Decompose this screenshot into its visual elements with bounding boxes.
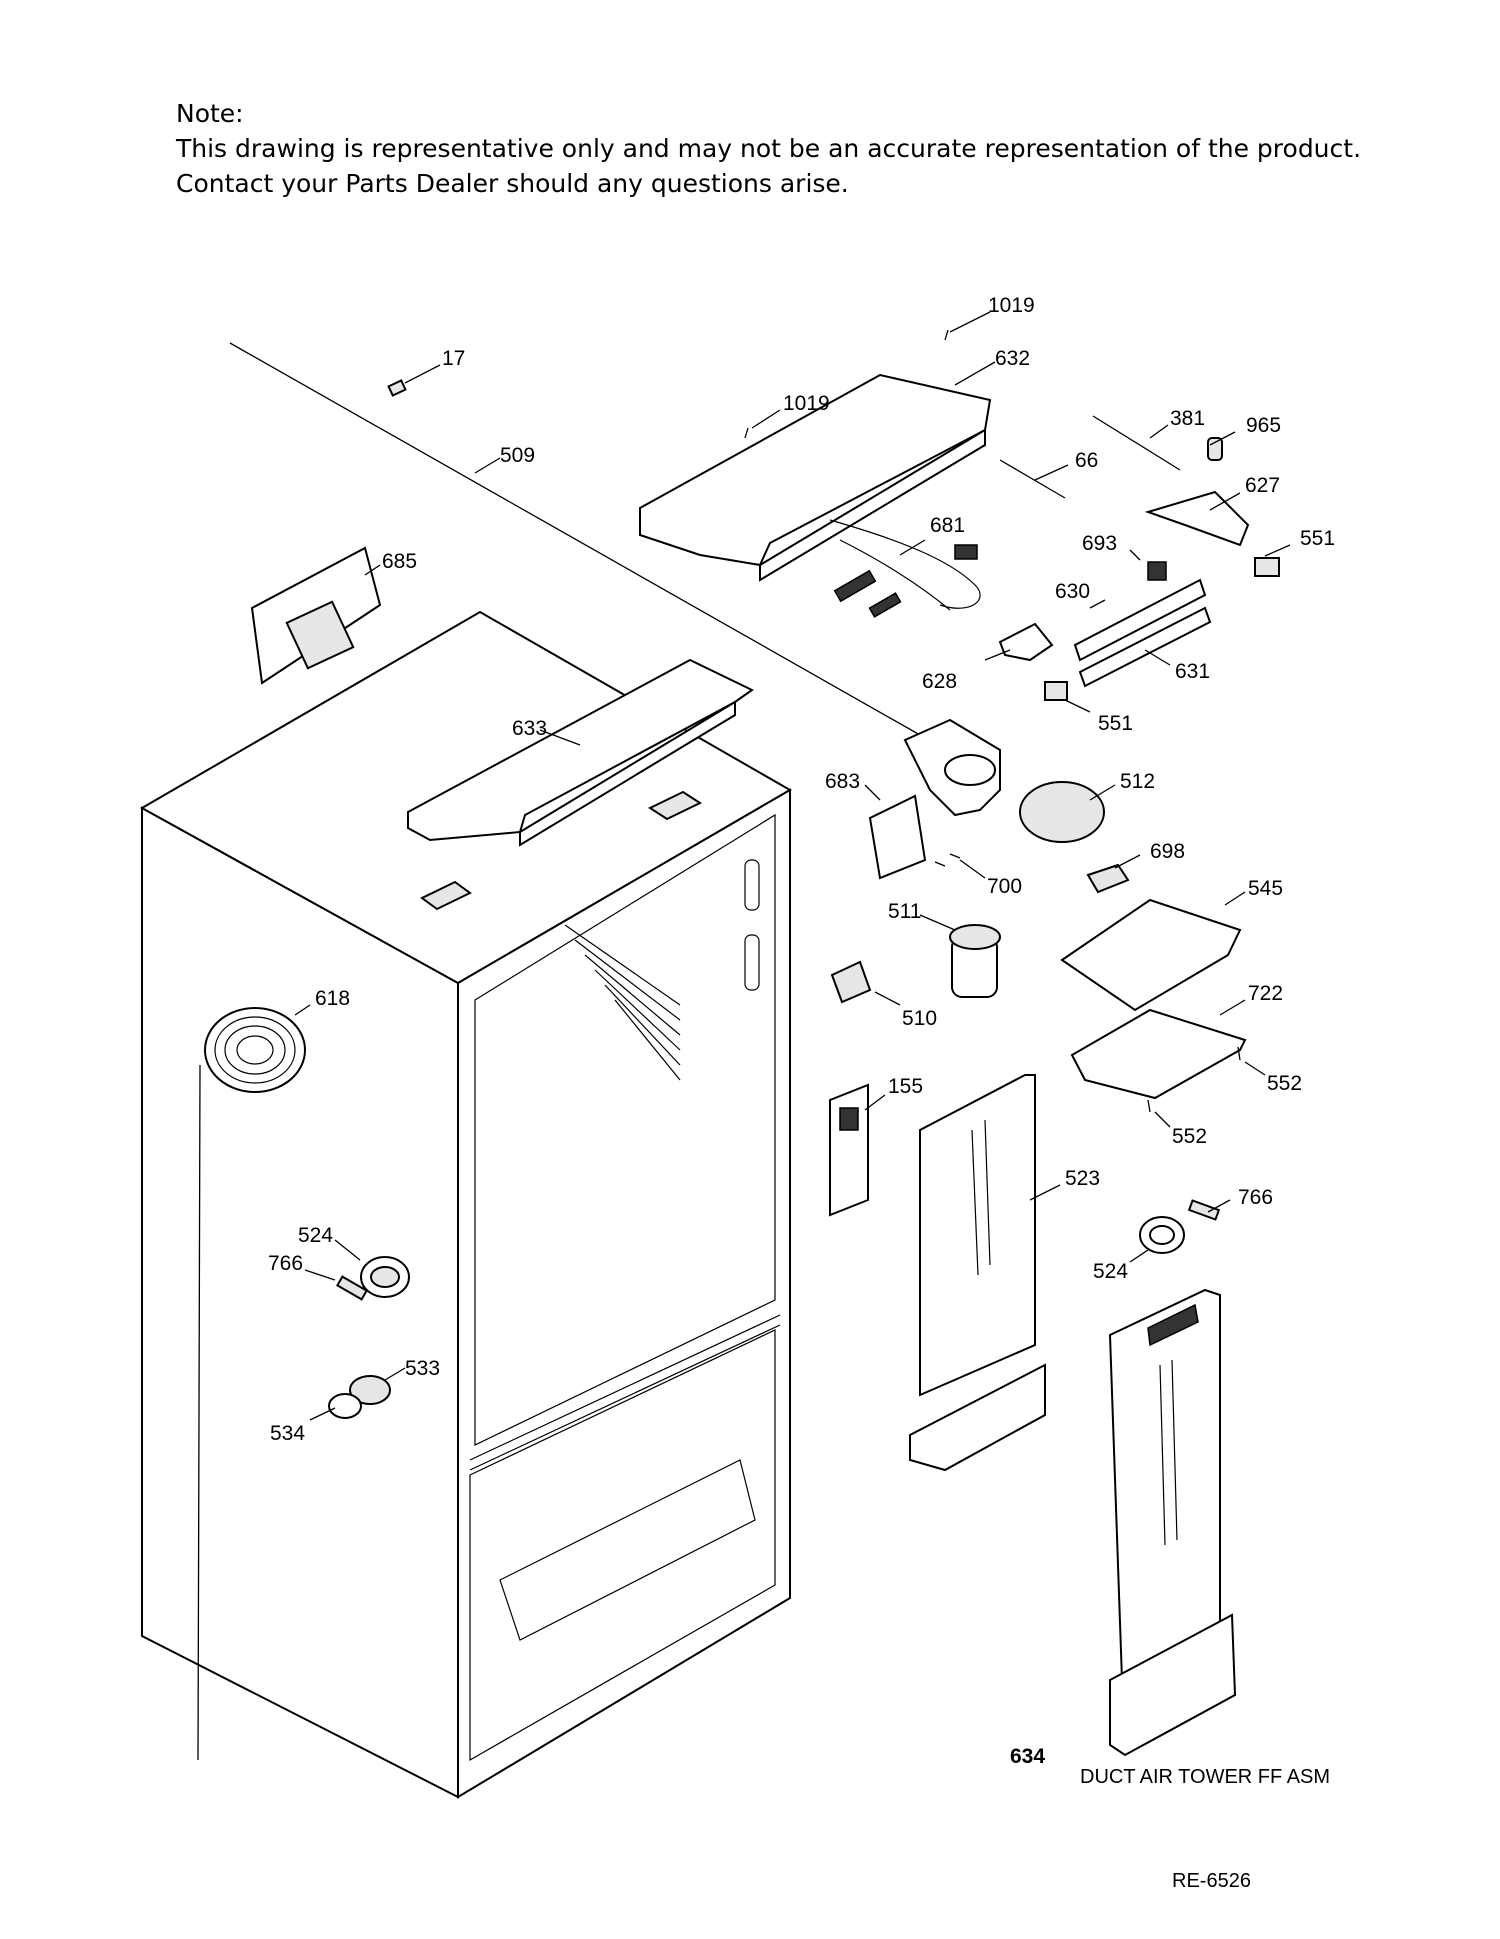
part-523: [909, 1074, 1046, 1472]
label-722: 722: [1248, 982, 1283, 1005]
part-524-left: [360, 1256, 410, 1298]
label-633: 633: [512, 717, 547, 740]
label-551-upper: 551: [1300, 527, 1335, 550]
screw-552-upper: [1237, 1046, 1241, 1061]
label-545: 545: [1248, 877, 1283, 900]
label-512: 512: [1120, 770, 1155, 793]
part-551-upper: [1254, 557, 1280, 577]
label-618: 618: [315, 987, 350, 1010]
note-line-2: Contact your Parts Dealer should any que…: [176, 169, 849, 198]
part-693: [1147, 561, 1167, 581]
part-618: [204, 1007, 306, 1093]
label-66: 66: [1075, 449, 1098, 472]
disclaimer-note: Note: This drawing is representative onl…: [176, 96, 1426, 201]
label-681: 681: [930, 514, 965, 537]
part-17: [387, 379, 407, 397]
part-630: [1073, 578, 1207, 662]
label-693: 693: [1082, 532, 1117, 555]
part-965: [1207, 437, 1223, 461]
label-632: 632: [995, 347, 1030, 370]
part-551-lower: [1044, 681, 1068, 701]
part-627: [1144, 490, 1250, 547]
part-labels: 1019 632 17 1019 381 965 509 66 627 681 …: [268, 294, 1335, 1892]
part-631: [1078, 606, 1212, 688]
label-634: 634: [1010, 1745, 1045, 1768]
reference-code: RE-6526: [1172, 1870, 1251, 1892]
label-683: 683: [825, 770, 860, 793]
part-510: [830, 960, 872, 1004]
label-766-left: 766: [268, 1252, 303, 1275]
leader-lines: [294, 311, 1291, 1421]
part-155: [829, 1083, 869, 1217]
label-510: 510: [902, 1007, 937, 1030]
part-722: [1070, 1008, 1247, 1100]
label-700: 700: [987, 875, 1022, 898]
label-155: 155: [888, 1075, 923, 1098]
part-683: [868, 794, 927, 880]
label-524-left: 524: [298, 1224, 333, 1247]
part-545: [1060, 898, 1242, 1012]
label-533: 533: [405, 1357, 440, 1380]
label-628: 628: [922, 670, 957, 693]
part-511: [949, 924, 1001, 998]
part-685: [250, 546, 382, 685]
part-633: [407, 658, 754, 847]
part-533: [349, 1375, 391, 1405]
part-381: [1092, 415, 1181, 471]
caption-duct-air-tower: DUCT AIR TOWER FF ASM: [1080, 1766, 1330, 1788]
label-534: 534: [270, 1422, 305, 1445]
label-524-right: 524: [1093, 1260, 1128, 1283]
part-632: [639, 373, 992, 582]
label-511: 511: [888, 900, 921, 923]
label-381: 381: [1170, 407, 1205, 430]
part-698: [1086, 863, 1130, 894]
label-698: 698: [1150, 840, 1185, 863]
part-534: [328, 1393, 362, 1419]
label-965: 965: [1246, 414, 1281, 437]
label-552-upper: 552: [1267, 1072, 1302, 1095]
label-523: 523: [1065, 1167, 1100, 1190]
note-heading: Note:: [176, 99, 244, 128]
part-512: [1019, 781, 1105, 843]
part-628: [998, 622, 1054, 662]
label-630: 630: [1055, 580, 1090, 603]
screw-1019: [744, 329, 949, 439]
label-509: 509: [500, 444, 535, 467]
screw-700: [934, 853, 961, 867]
screw-552-lower: [1147, 1099, 1151, 1113]
label-766-right: 766: [1238, 1186, 1273, 1209]
label-551-lower: 551: [1098, 712, 1133, 735]
label-1019-mid: 1019: [783, 392, 830, 415]
heater-wire: [197, 1064, 201, 1761]
label-17: 17: [442, 347, 465, 370]
part-766-right: [1187, 1199, 1221, 1221]
part-766-left: [336, 1275, 368, 1301]
label-631: 631: [1175, 660, 1210, 683]
part-524-right: [1139, 1216, 1185, 1254]
note-line-1: This drawing is representative only and …: [176, 134, 1362, 163]
part-634: [1108, 1288, 1237, 1757]
label-1019-top: 1019: [988, 294, 1035, 317]
label-552-lower: 552: [1172, 1125, 1207, 1148]
cabinet-shelves: [564, 924, 681, 1081]
label-627: 627: [1245, 474, 1280, 497]
label-685: 685: [382, 550, 417, 573]
part-66: [999, 459, 1066, 499]
part-509-tube: [229, 342, 921, 736]
part-681: [829, 519, 981, 618]
dispenser-valve: [903, 718, 1001, 817]
